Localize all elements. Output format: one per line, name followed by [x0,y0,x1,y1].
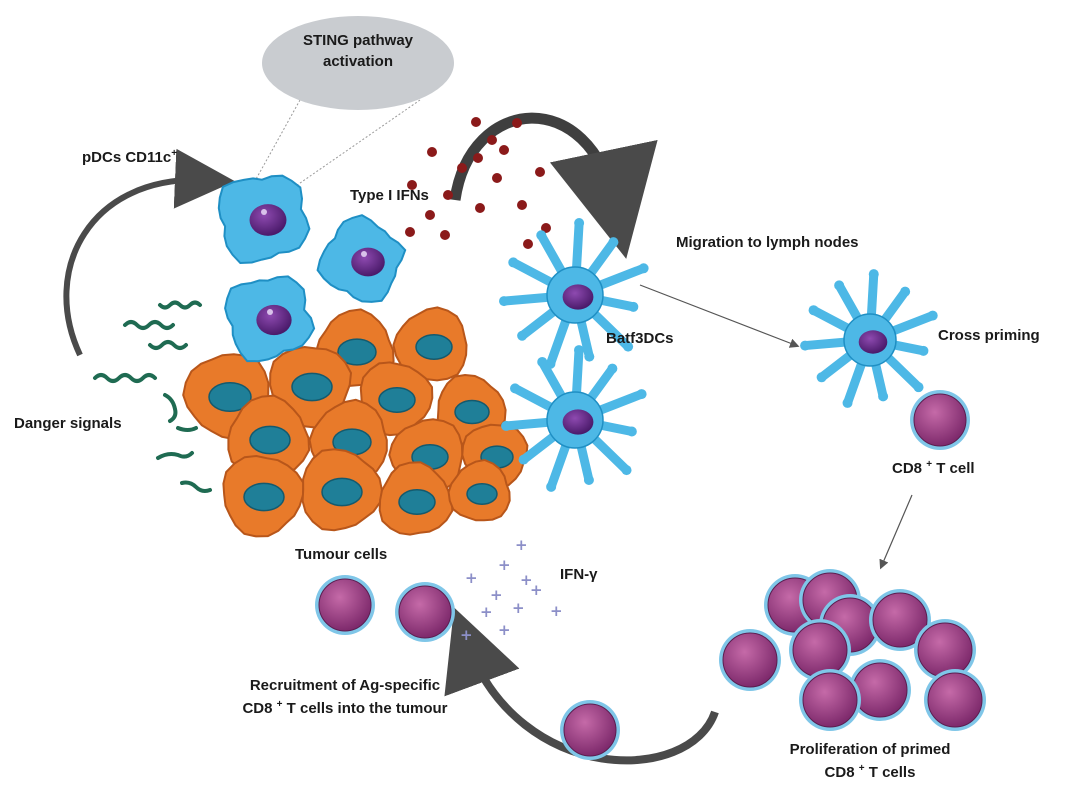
recruitment-label: Recruitment of Ag-specific CD8 + T cells… [195,676,495,718]
proliferation-superscript: + [858,763,865,774]
t-cell [924,669,986,731]
t-cell [719,629,781,691]
tumour-cell [447,458,511,522]
sting-line-2: activation [322,53,394,70]
tumour-cell [222,454,305,538]
tumour-cell [301,448,383,532]
proliferation-label: Proliferation of primed CD8 + T cells [745,740,995,782]
t-cell [910,390,970,450]
cd8-suffix: T cell [932,460,975,477]
plus-sign: + [465,569,478,587]
recruitment-arrow [444,607,719,765]
pdcs-label: pDCs CD11c+ [82,144,177,167]
bubble-connector-right [289,99,421,191]
cd8-to-proliferation-arrow [879,494,913,570]
danger-signals-label: Danger signals [14,415,122,432]
t-cell [799,669,861,731]
t-cell [914,619,976,681]
recruitment-superscript: + [276,699,283,710]
tumour-cell [392,306,468,382]
plus-sign: + [480,603,493,621]
sting-bubble-text: STING pathway activation [262,30,454,72]
cross-priming-label: Cross priming [938,327,1040,344]
t-cell [560,700,620,760]
pdc-cell [217,174,311,265]
t-cells [315,390,986,760]
tumour-cells-label: Tumour cells [295,546,388,563]
type-i-ifn-dots [405,117,551,249]
cross-priming-dc-cell [800,269,938,408]
sting-line-1: STING pathway [302,32,414,49]
ifn-gamma-plus-signs: +++++++++++ [460,536,563,644]
batf3-dc-cells [499,217,649,492]
tumour-cell-cluster [182,306,529,538]
migration-arrow [639,284,800,348]
ifn-gamma-label: IFN-γ [560,566,598,583]
cd8-t-cell-label: CD8 + T cell [892,455,975,478]
plus-sign: + [512,599,525,617]
migration-label: Migration to lymph nodes [676,234,859,251]
plus-sign: + [530,581,543,599]
t-cell [869,589,931,651]
t-cell [315,575,375,635]
t-cell [789,619,851,681]
ifn-migration-arrow [449,112,658,259]
recruitment-line-2: CD8 + T cells into the tumour [195,695,495,718]
plus-sign: + [498,556,511,574]
pdcs-superscript: + [171,148,178,159]
proliferation-line-1: Proliferation of primed [789,741,951,758]
proliferation-line-2: CD8 + T cells [745,759,995,782]
plus-sign: + [520,571,533,589]
recruitment-suffix: T cells into the tumour [282,700,448,717]
pdcs-text: pDCs CD11c [82,149,172,166]
batf3-label: Batf3DCs [606,330,674,347]
pdc-cell [224,275,316,363]
batf3-dc-cell [501,345,647,492]
pdc-cell [316,214,407,303]
proliferation-cd8-prefix: CD8 [824,764,859,781]
recruitment-line-1: Recruitment of Ag-specific [249,677,441,694]
plus-sign: + [490,586,503,604]
proliferation-suffix: T cells [864,764,916,781]
tumour-cell [378,461,454,536]
plus-sign: + [515,536,528,554]
t-cell [395,582,455,642]
cd8-superscript: + [926,459,933,470]
cross-priming-dc [800,269,938,408]
danger-to-pdc-arrow [63,148,235,357]
danger-signals-squiggles [93,300,212,493]
t-cell [849,659,911,721]
batf3-dc-cell [499,217,649,369]
pdc-cells [217,174,407,363]
sting-bubble [262,16,454,110]
plus-sign: + [460,626,473,644]
bubble-connector-left [249,99,301,191]
plus-sign: + [550,602,563,620]
plus-sign: + [498,621,511,639]
cd8-prefix: CD8 [892,460,927,477]
recruitment-cd8-prefix: CD8 [242,700,277,717]
type-i-ifns-label: Type I IFNs [350,187,429,204]
